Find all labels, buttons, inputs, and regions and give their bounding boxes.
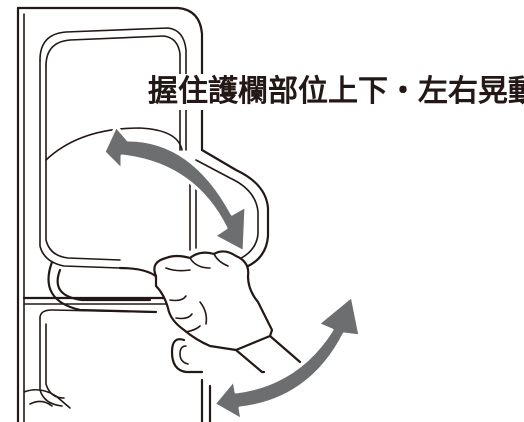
- vertical-motion-arrow: [102, 124, 248, 254]
- grab-rail: [47, 148, 270, 374]
- instruction-caption: 握住護欄部位上下・左右晃動: [146, 74, 524, 110]
- bed-side-panel: [16, 6, 212, 422]
- gripping-hand: [153, 250, 302, 374]
- horizontal-motion-arrow: [212, 294, 362, 422]
